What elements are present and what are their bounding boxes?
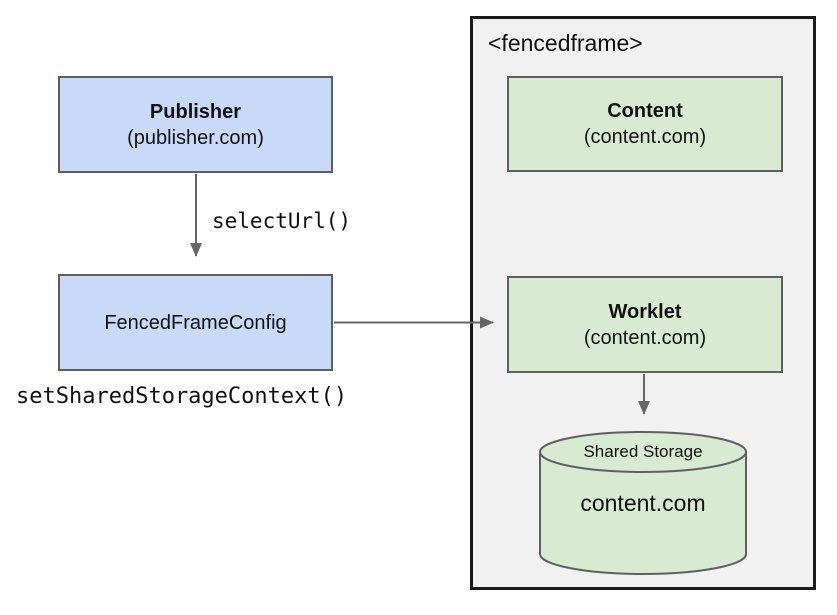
- content-box: Content (content.com): [507, 76, 783, 172]
- publisher-box: Publisher (publisher.com): [58, 76, 333, 173]
- publisher-subtitle: (publisher.com): [127, 126, 264, 149]
- fenced-frame-config-title: FencedFrameConfig: [104, 311, 287, 334]
- fenced-frame-config-box: FencedFrameConfig: [58, 274, 333, 371]
- set-shared-storage-context-label: setSharedStorageContext(): [16, 384, 348, 409]
- content-title: Content: [607, 100, 683, 122]
- select-url-label: selectUrl(): [212, 209, 352, 233]
- shared-storage-label: Shared Storage: [583, 442, 703, 461]
- shared-storage-origin: content.com: [580, 490, 706, 516]
- content-subtitle: (content.com): [583, 126, 707, 148]
- fencedframe-title: <fencedframe>: [488, 30, 643, 56]
- publisher-title: Publisher: [149, 100, 242, 123]
- worklet-box: Worklet (content.com): [507, 276, 783, 373]
- worklet-subtitle: (content.com): [583, 326, 707, 349]
- worklet-title: Worklet: [608, 300, 682, 323]
